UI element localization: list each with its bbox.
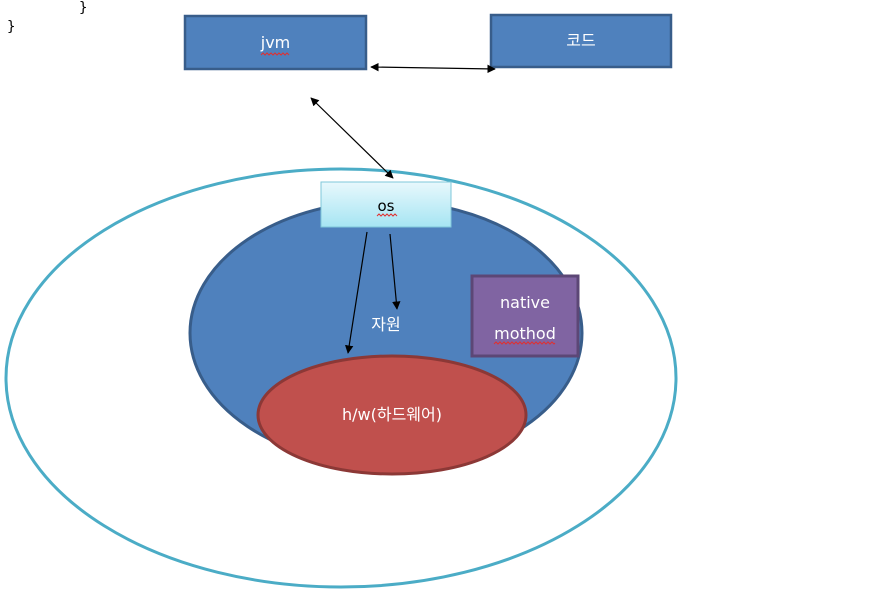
hardware-label: h/w(하드웨어) bbox=[342, 405, 442, 424]
resource-label: 자원 bbox=[371, 315, 400, 334]
jvm-node: jvm bbox=[183, 14, 368, 71]
spellcheck-underline bbox=[260, 52, 290, 56]
hardware-node: h/w(하드웨어) bbox=[256, 354, 528, 476]
code-brace-inner: } bbox=[79, 0, 87, 16]
jvm-label: jvm bbox=[260, 33, 291, 52]
native-method-label-line2: mothod bbox=[494, 324, 556, 343]
jvm-os-arrow bbox=[310, 97, 394, 179]
os-label: os bbox=[378, 197, 395, 215]
jvm-code-arrow bbox=[370, 62, 496, 74]
native-method-label-line1: native bbox=[500, 293, 550, 312]
code-label: 코드 bbox=[566, 31, 595, 50]
code-brace-outer: } bbox=[7, 19, 15, 35]
code-node: 코드 bbox=[489, 13, 673, 69]
os-node: os bbox=[320, 181, 452, 228]
spellcheck-underline bbox=[493, 341, 556, 345]
os-hardware-arrow bbox=[345, 231, 368, 354]
os-resource-arrow bbox=[389, 233, 401, 310]
native-method-node: native mothod bbox=[470, 274, 580, 358]
spellcheck-underline bbox=[376, 213, 398, 217]
